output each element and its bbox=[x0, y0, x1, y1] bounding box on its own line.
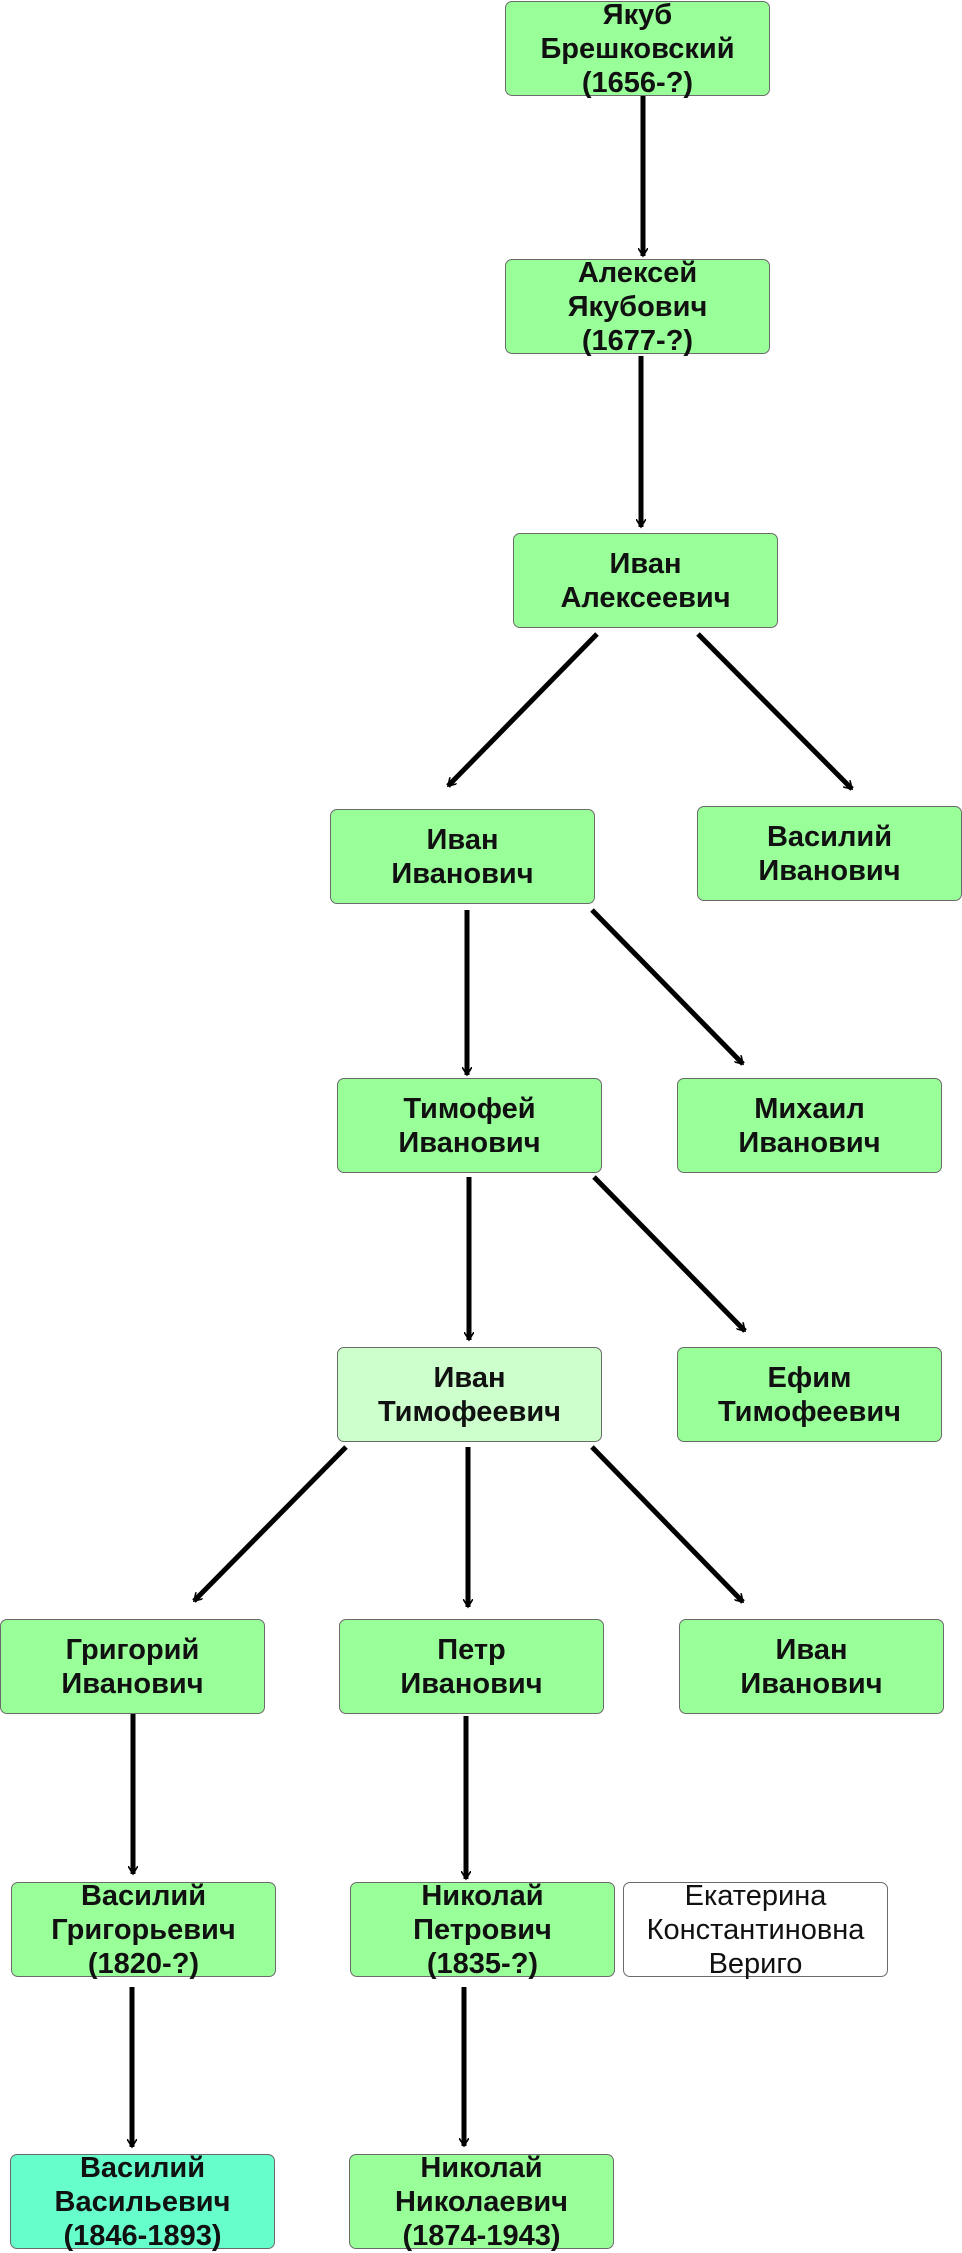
arrow-ivan_t-to-grigory bbox=[192, 1445, 348, 1603]
node-text-line: Николаевич bbox=[394, 2185, 569, 2218]
node-text-line: (1820-?) bbox=[87, 1947, 200, 1980]
node-text-line: Иванович bbox=[391, 857, 534, 890]
node-text-line: Василий bbox=[79, 2151, 206, 2184]
node-text-line: Иванович bbox=[740, 1667, 883, 1700]
node-text-line: Иванович bbox=[398, 1126, 541, 1159]
node-text-line: (1656-?) bbox=[581, 66, 694, 99]
node-text-line: (1846-1893) bbox=[63, 2219, 222, 2252]
arrow-timofey-to-efim bbox=[592, 1175, 747, 1333]
arrow-ivan_i-to-mikhail bbox=[590, 908, 745, 1066]
node-text-line: Тимофеевич bbox=[718, 1395, 901, 1428]
node-text-line: Николай bbox=[421, 1879, 544, 1912]
node-text-line: Якубович bbox=[567, 290, 708, 323]
node-text-line: Николай bbox=[420, 2151, 543, 2184]
node-text-line: Иванович bbox=[758, 854, 901, 887]
node-text-line: Тимофей bbox=[403, 1092, 536, 1125]
node-text-line: Григорьевич bbox=[51, 1913, 236, 1946]
node-text-line: Иванович bbox=[61, 1667, 204, 1700]
node-text-line: Екатерина bbox=[684, 1879, 827, 1912]
arrow-ivan_a-to-vasily_i bbox=[696, 632, 854, 791]
arrow-ivan_a-to-ivan_i bbox=[446, 632, 599, 788]
node-text-line: Тимофеевич bbox=[378, 1395, 561, 1428]
node-text-line: (1677-?) bbox=[581, 324, 694, 357]
node-text-line: Алексеевич bbox=[560, 581, 731, 614]
node-text-line: Василий bbox=[80, 1879, 207, 1912]
node-text-line: Иван bbox=[433, 1361, 506, 1394]
node-text-line: Григорий bbox=[65, 1633, 200, 1666]
node-text-line: Брешковский bbox=[540, 32, 735, 65]
node-text-line: Ефим bbox=[767, 1361, 852, 1394]
node-text-line: Иванович bbox=[738, 1126, 881, 1159]
node-text-line: Михаил bbox=[754, 1092, 865, 1125]
node-text-line: Василий bbox=[766, 820, 893, 853]
node-text-line: (1835-?) bbox=[426, 1947, 539, 1980]
node-text-line: (1874-1943) bbox=[402, 2219, 561, 2252]
node-text-line: Константиновна bbox=[646, 1913, 865, 1946]
node-text-line: Вериго bbox=[708, 1947, 803, 1980]
node-text-line: Иван bbox=[426, 823, 499, 856]
node-text-line: Васильевич bbox=[54, 2185, 231, 2218]
node-text-line: Якуб bbox=[602, 0, 673, 31]
node-text-line: Иван bbox=[609, 547, 682, 580]
node-text-line: Петрович bbox=[413, 1913, 552, 1946]
arrow-ivan_t-to-ivan_ii bbox=[590, 1445, 745, 1604]
node-text-line: Петр bbox=[437, 1633, 506, 1666]
node-text-line: Алексей bbox=[577, 256, 698, 289]
node-text-line: Иван bbox=[775, 1633, 848, 1666]
node-text-line: Иванович bbox=[400, 1667, 543, 1700]
